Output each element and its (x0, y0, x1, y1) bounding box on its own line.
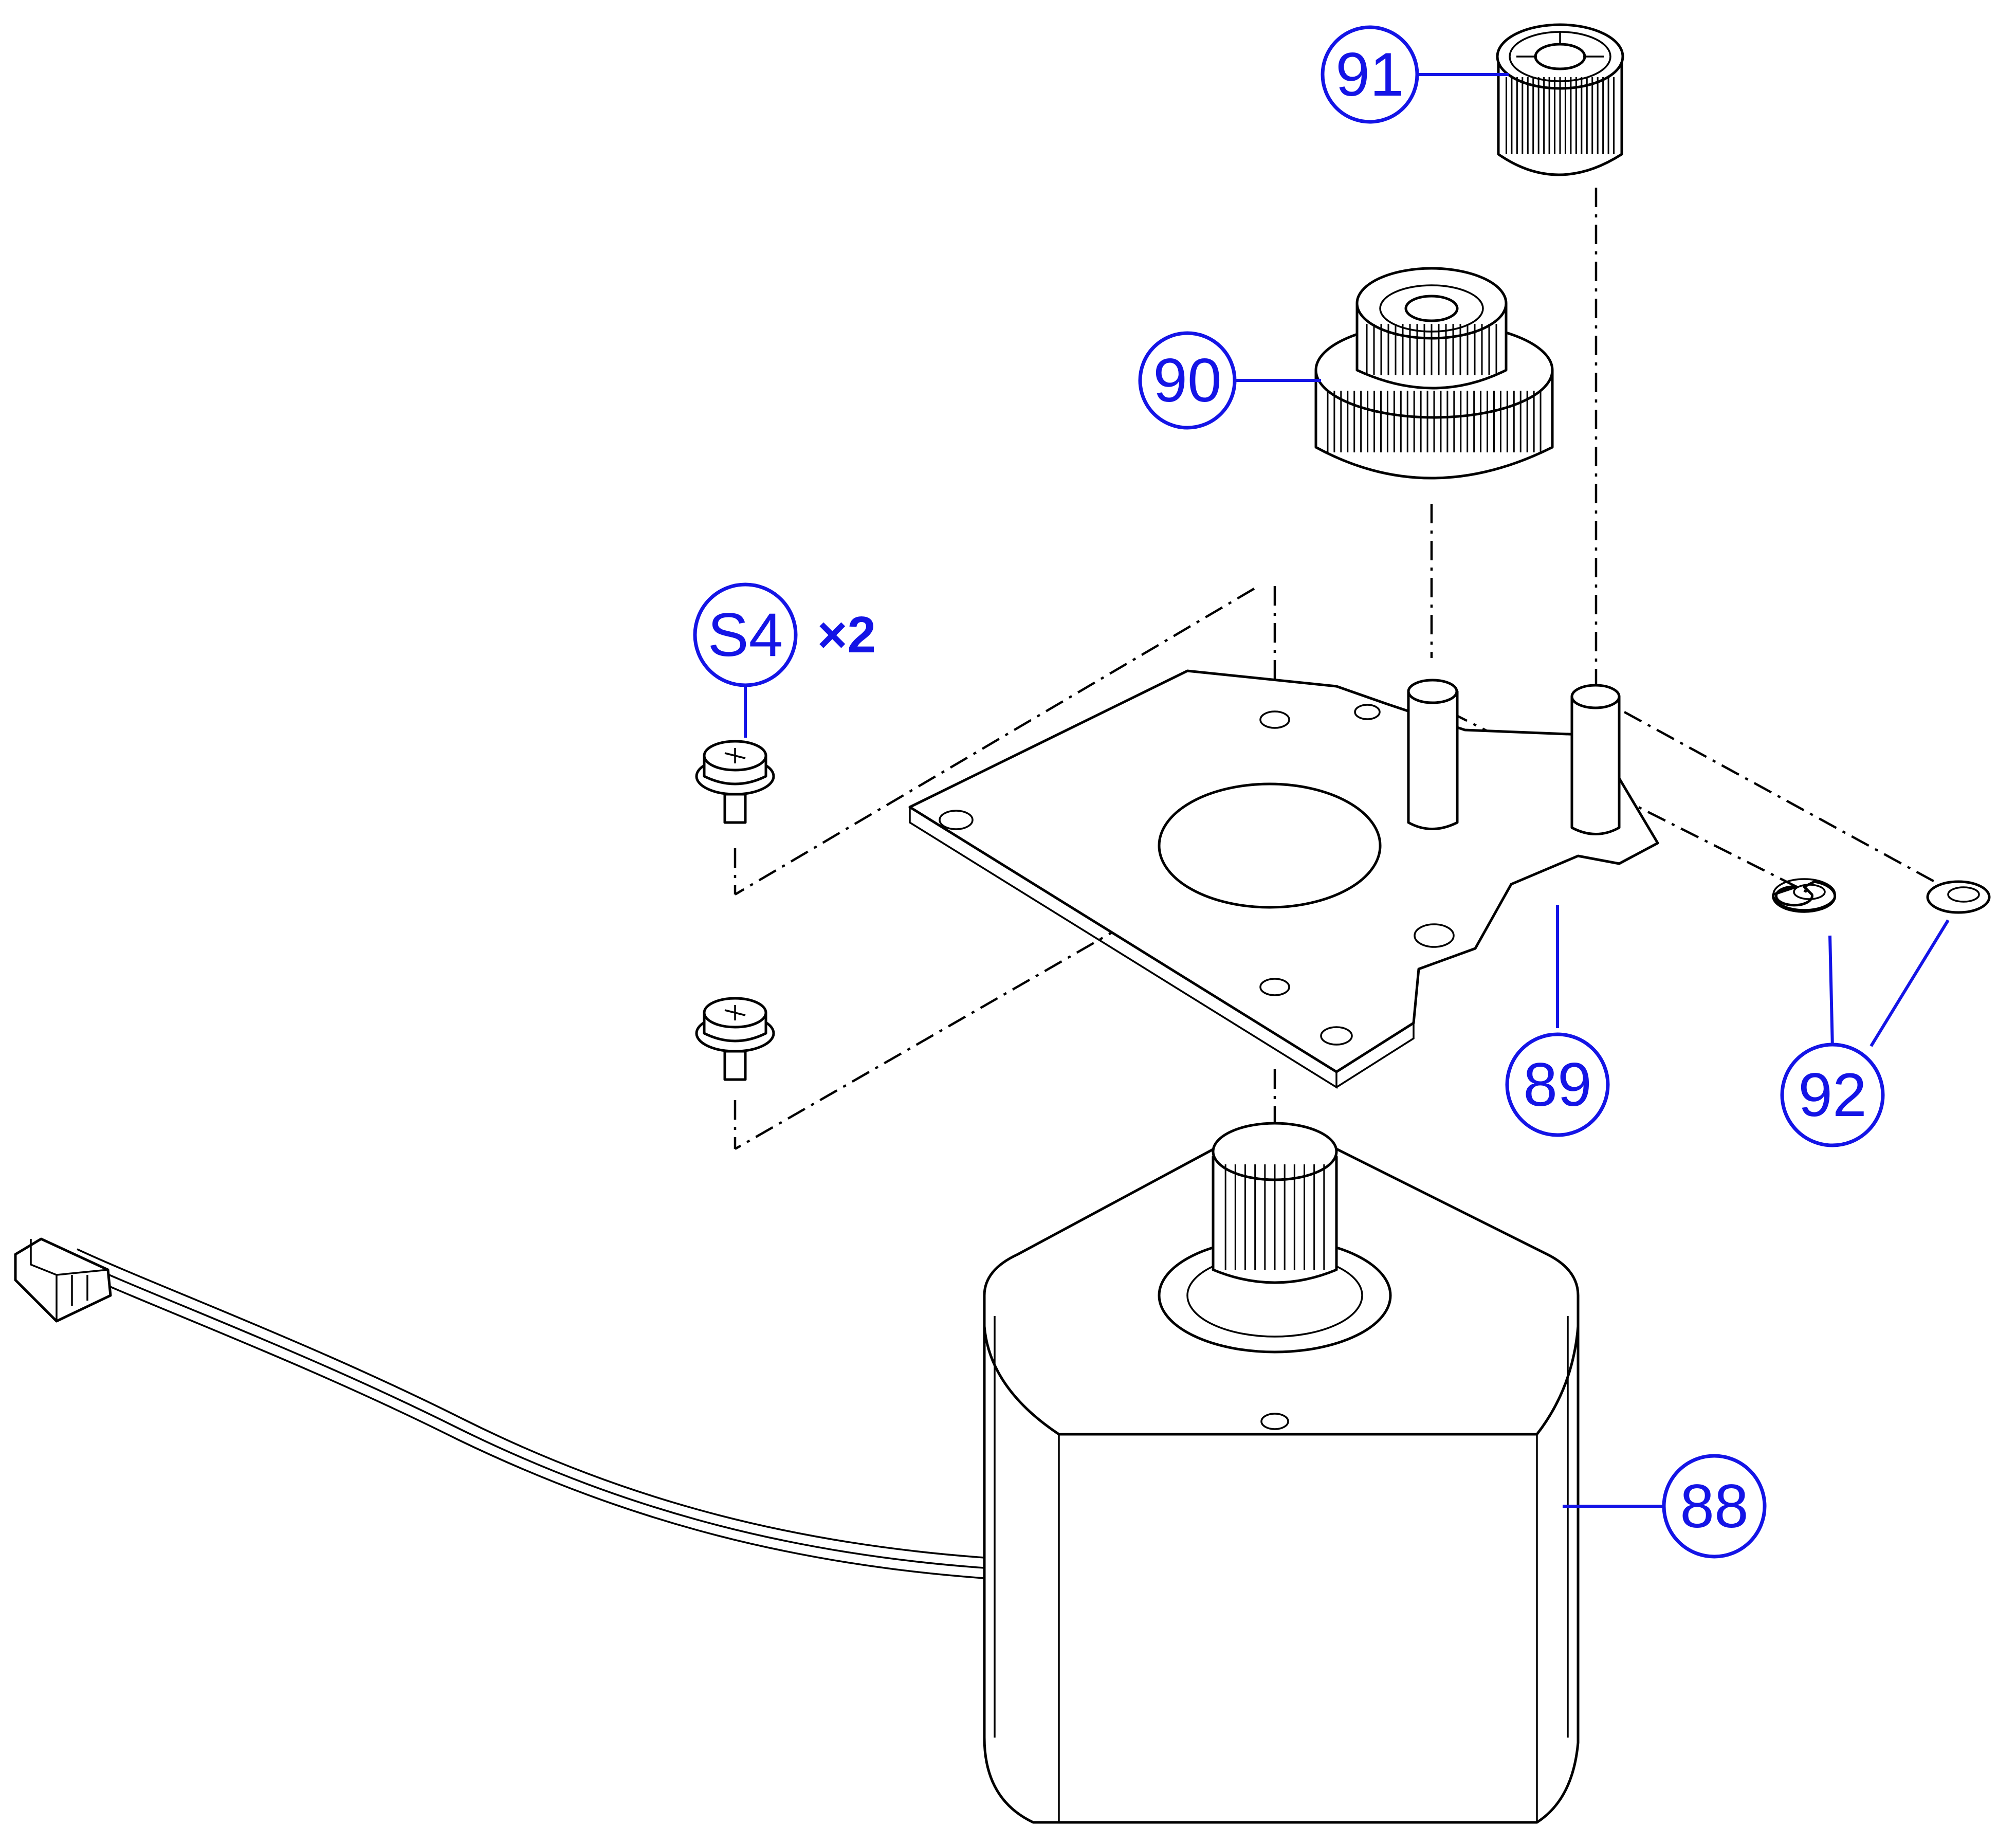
gear-91 (1496, 23, 1624, 176)
callout-bubble-s4 (693, 582, 798, 687)
callout-label-88: 88 (1680, 1472, 1748, 1541)
callout-bubble-88 (1662, 1454, 1767, 1559)
e-ring-left (1772, 878, 1837, 913)
callouts: 91 90 89 92 88 S4 ×2 (693, 25, 1950, 1559)
callout-bubble-90 (1138, 331, 1237, 430)
callout-label-91: 91 (1335, 40, 1404, 109)
callout-label-89: 89 (1523, 1050, 1591, 1119)
screw-upper (695, 740, 775, 824)
gear-90 (1314, 267, 1554, 480)
e-ring-right (1926, 880, 1991, 914)
screw-lower (695, 997, 775, 1081)
leader-92-right (1870, 919, 1950, 1047)
callout-label-92: 92 (1798, 1061, 1866, 1129)
callout-bubble-91 (1321, 25, 1419, 124)
bracket-plate-89 (908, 669, 1659, 1089)
callout-bubble-92 (1780, 1043, 1885, 1147)
callout-quantity-s4: ×2 (817, 606, 876, 664)
stepper-motor-88 (14, 1122, 1580, 1824)
callout-label-90: 90 (1153, 346, 1221, 415)
callout-bubble-89 (1505, 1032, 1610, 1137)
leader-92-left (1828, 935, 1834, 1049)
callout-label-s4: S4 (708, 600, 783, 669)
